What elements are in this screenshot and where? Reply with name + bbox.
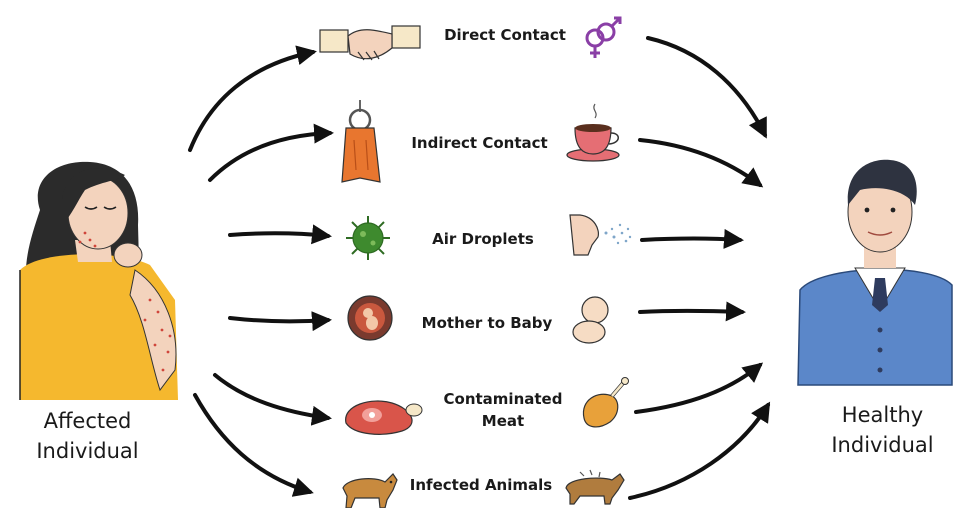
virus-icon bbox=[346, 216, 390, 260]
arrow-left-indirect-contact bbox=[210, 133, 330, 180]
arrow-left-air-droplets bbox=[230, 233, 328, 236]
right-arrows bbox=[630, 38, 768, 498]
towel-on-hook-icon bbox=[342, 100, 380, 182]
baby-icon bbox=[573, 297, 608, 343]
arrow-left-contaminated-meat bbox=[215, 375, 328, 418]
chicken-leg-icon bbox=[583, 378, 628, 427]
affected-label-line2: Individual bbox=[25, 436, 150, 466]
arrow-right-mother-to-baby bbox=[640, 311, 742, 312]
healthy-label-line1: Healthy bbox=[815, 400, 950, 430]
left-arrows bbox=[190, 52, 330, 492]
route-label-air-droplets: Air Droplets bbox=[418, 230, 548, 248]
healthy-label-line2: Individual bbox=[815, 430, 950, 460]
arrow-right-direct-contact bbox=[648, 38, 765, 135]
handshake-icon bbox=[320, 26, 420, 60]
healthy-individual-label: Healthy Individual bbox=[815, 400, 950, 460]
route-label-contaminated-meat-line2: Meat bbox=[428, 410, 578, 432]
sneeze-icon bbox=[570, 215, 631, 255]
healthy-person-illustration bbox=[798, 160, 952, 385]
affected-label-line1: Affected bbox=[25, 406, 150, 436]
arrow-right-contaminated-meat bbox=[636, 365, 760, 412]
arrow-right-indirect-contact bbox=[640, 140, 760, 185]
coffee-cup-icon bbox=[567, 104, 619, 161]
route-label-contaminated-meat: Contaminated Meat bbox=[428, 388, 578, 432]
arrow-left-mother-to-baby bbox=[230, 318, 328, 321]
route-label-infected-animals: Infected Animals bbox=[406, 476, 556, 494]
route-label-mother-to-baby: Mother to Baby bbox=[412, 314, 562, 332]
route-label-direct-contact: Direct Contact bbox=[430, 26, 580, 44]
affected-individual-label: Affected Individual bbox=[25, 406, 150, 466]
dog-icon bbox=[343, 474, 397, 508]
fetus-in-womb-icon bbox=[348, 296, 392, 340]
affected-person-illustration bbox=[20, 162, 178, 400]
gender-symbols-icon bbox=[587, 18, 620, 58]
route-label-indirect-contact: Indirect Contact bbox=[402, 134, 557, 152]
route-label-contaminated-meat-line1: Contaminated bbox=[428, 388, 578, 410]
raw-meat-icon bbox=[346, 401, 422, 434]
arrow-right-infected-animals bbox=[630, 405, 768, 498]
arrow-right-air-droplets bbox=[642, 239, 740, 241]
sick-dog-icon bbox=[566, 470, 624, 504]
